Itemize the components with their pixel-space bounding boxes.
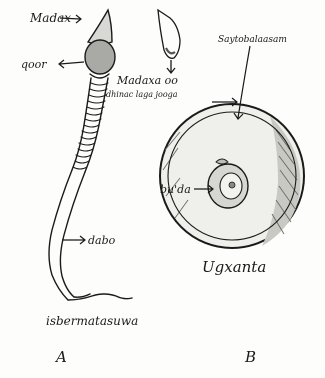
sperm-head-tip bbox=[88, 10, 112, 44]
label-head-variant-line1: Madaxa oo bbox=[116, 74, 178, 87]
sperm-cell bbox=[49, 10, 132, 300]
sperm-head bbox=[85, 40, 115, 74]
label-head: Madax bbox=[29, 11, 71, 25]
egg-nucleolus bbox=[229, 182, 235, 188]
label-panel-b: B bbox=[244, 348, 256, 366]
label-cytoplasm: Saytobalaasam bbox=[218, 35, 287, 45]
sperm-tail-left bbox=[49, 170, 72, 300]
label-nucleus: bu'da bbox=[160, 183, 191, 196]
egg-cell bbox=[160, 104, 304, 248]
neck-arrow bbox=[60, 62, 84, 64]
label-egg-caption: Ugxanta bbox=[202, 258, 266, 276]
label-panel-a: A bbox=[54, 348, 67, 366]
label-head-variant-line2: dhinac laga jooga bbox=[106, 90, 178, 99]
label-sperm-caption: isbermatasuwa bbox=[46, 314, 138, 328]
head-side-shading bbox=[166, 48, 175, 53]
label-neck: qoor bbox=[21, 58, 47, 71]
head-side-view bbox=[158, 10, 180, 73]
label-tail: dabo bbox=[88, 234, 116, 247]
